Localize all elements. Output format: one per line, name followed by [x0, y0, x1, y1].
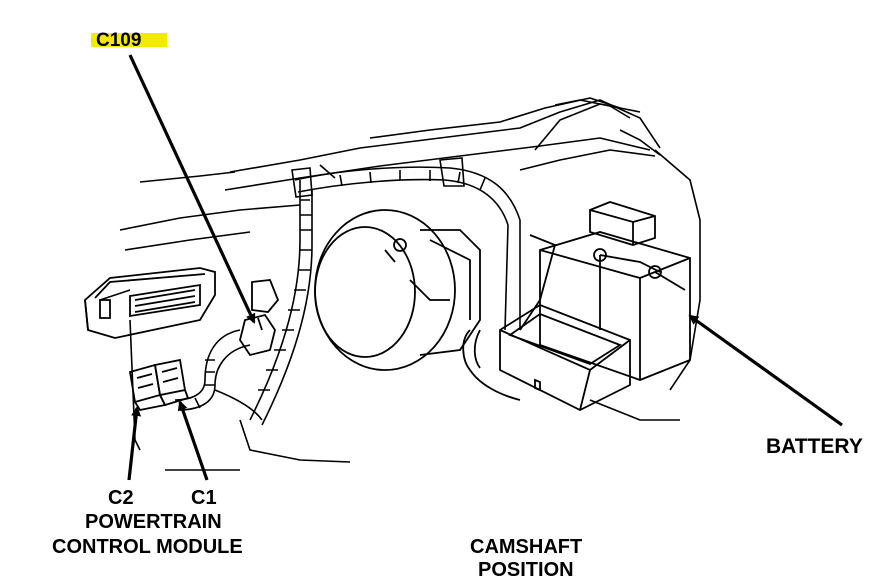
c1-arrow — [177, 400, 209, 481]
c2-arrow — [127, 406, 142, 481]
wiring-harness — [174, 157, 521, 426]
c109-arrow — [128, 54, 256, 324]
vehicle-body-lines — [99, 97, 701, 471]
position-label: POSITION — [478, 559, 574, 581]
battery-label: BATTERY — [766, 435, 863, 458]
c109-highlight — [91, 33, 167, 47]
c1-label: C1 — [191, 487, 217, 509]
powertrain-label: POWERTRAIN — [85, 511, 222, 533]
c109-connector — [239, 279, 280, 357]
camshaft-label: CAMSHAFT — [470, 536, 583, 558]
c2-label: C2 — [108, 487, 134, 509]
battery-arrow — [688, 314, 843, 427]
control-module-label: CONTROL MODULE — [52, 536, 243, 558]
brake-booster — [314, 209, 481, 371]
c109-label: C109 — [96, 30, 142, 51]
powertrain-control-module — [84, 267, 216, 339]
fuse-relay-box — [462, 303, 631, 412]
pcm-connectors-c1-c2 — [128, 358, 190, 412]
pointer-arrows — [127, 54, 843, 481]
battery — [519, 201, 691, 381]
